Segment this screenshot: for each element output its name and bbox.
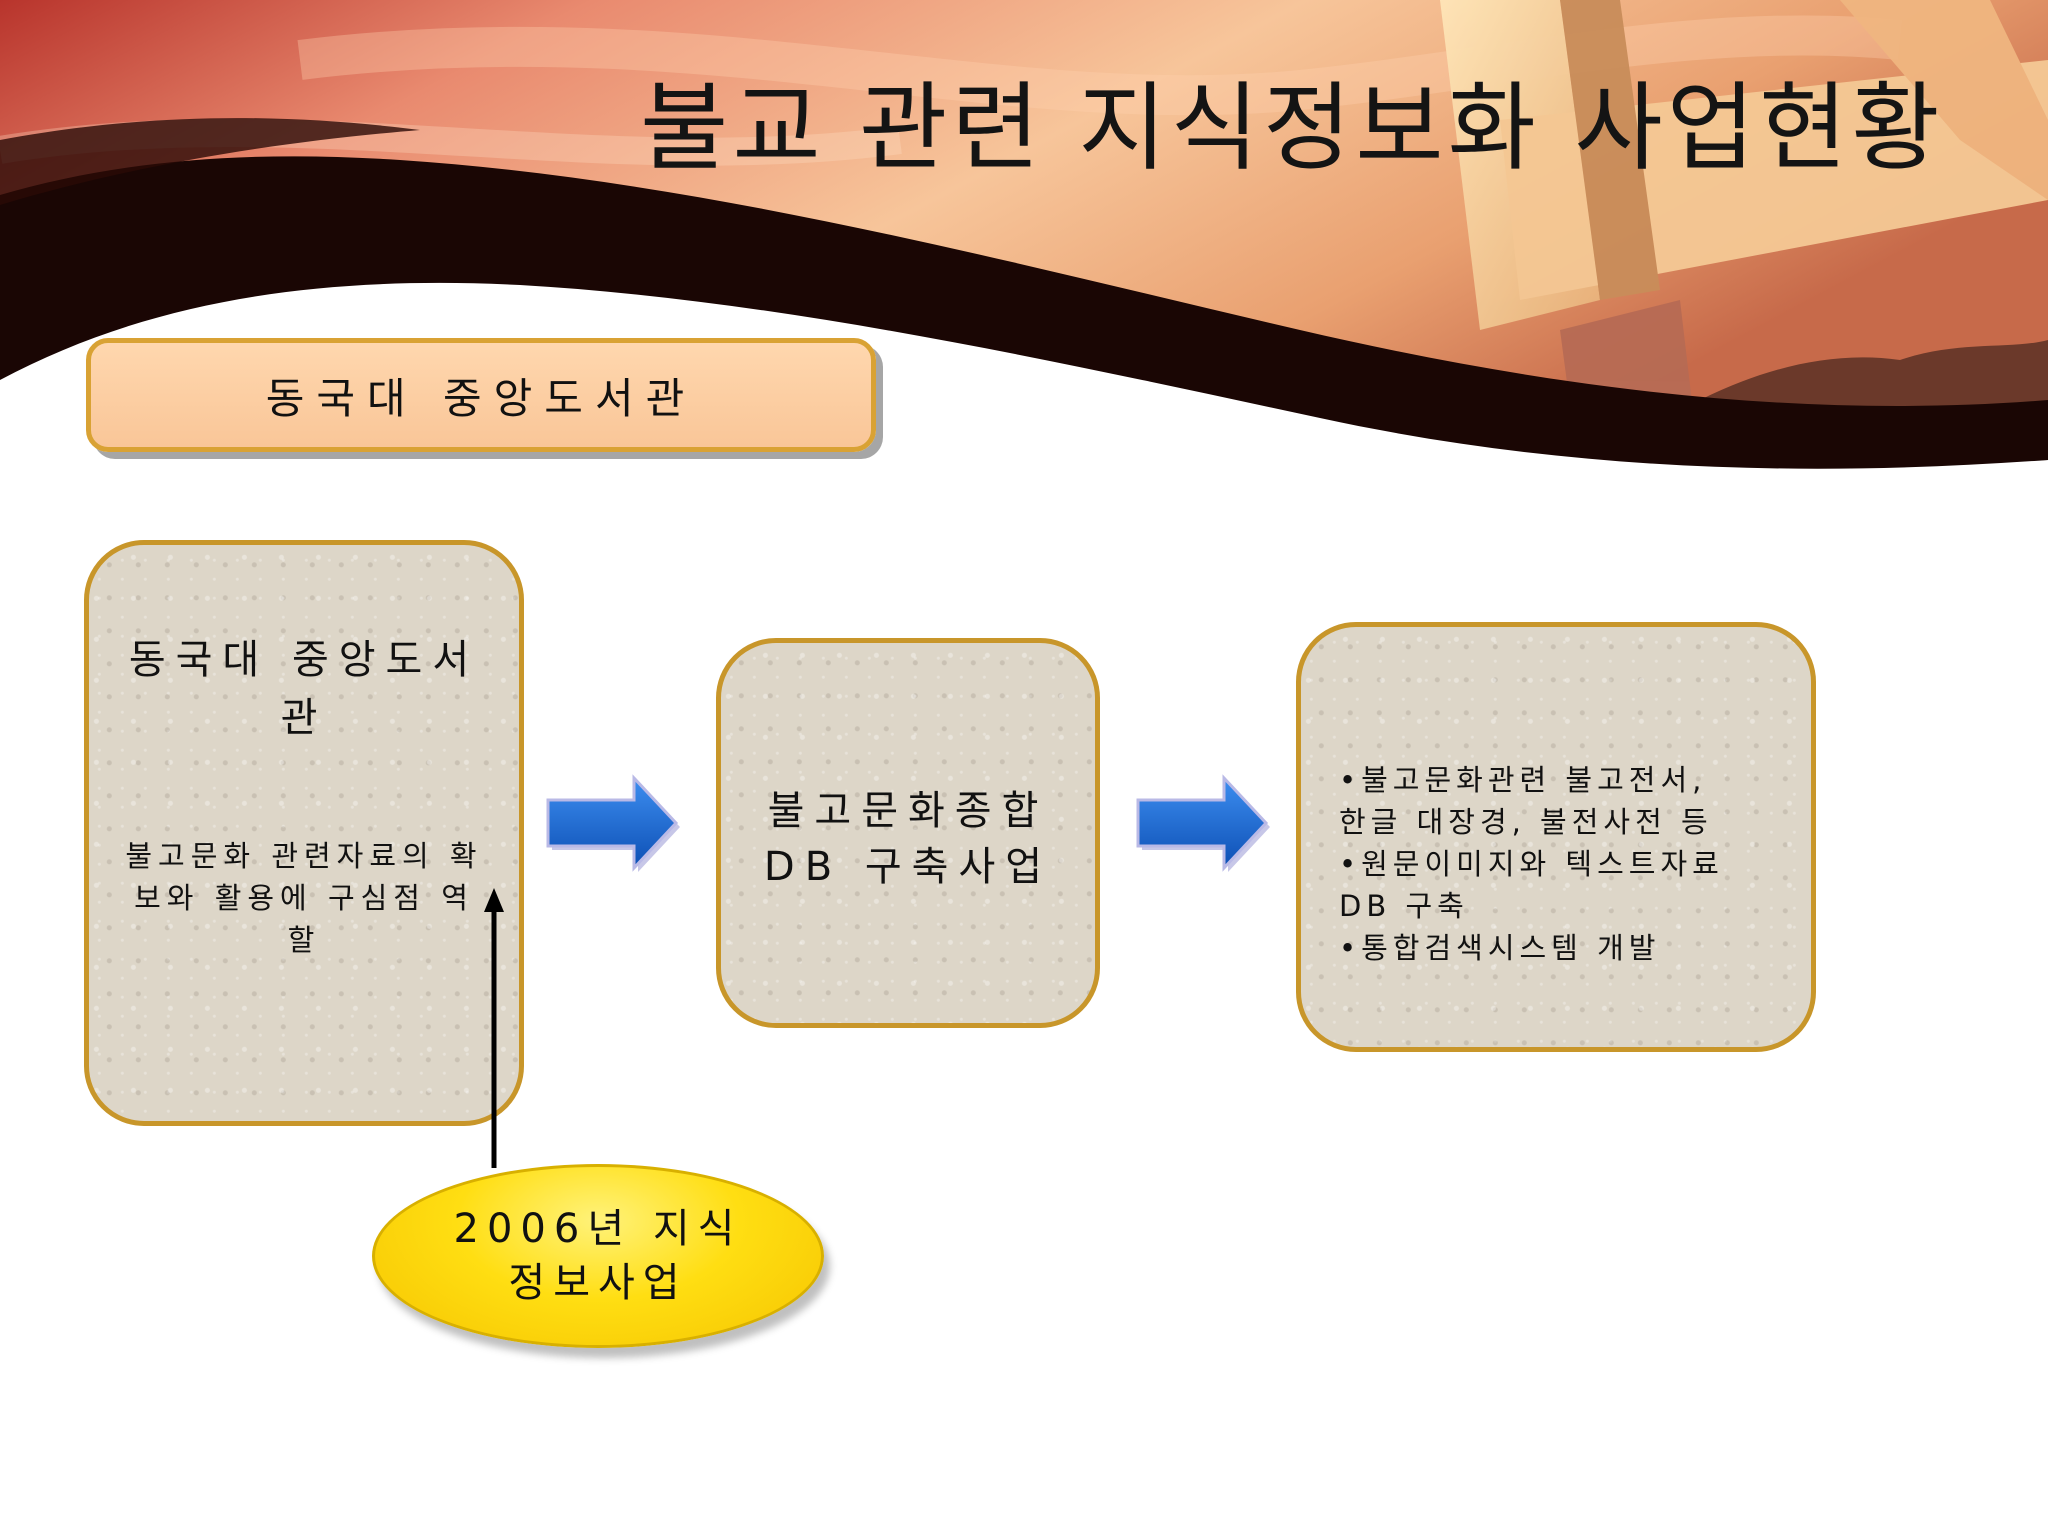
card-db-project-line2: DB 구축사업: [763, 844, 1053, 890]
detail-line: DB 구축: [1339, 889, 1469, 923]
slide-title: 불교 관련 지식정보화 사업현황: [640, 72, 1944, 184]
card-library: 동국대 중앙도서관 불고문화 관련자료의 확보와 활용에 구심점 역할: [84, 540, 524, 1126]
callout-line1: 2006년 지식: [453, 1206, 743, 1252]
callout-2006: 2006년 지식 정보사업: [372, 1164, 824, 1348]
detail-line: 한글 대장경, 불전사전 등: [1339, 805, 1713, 839]
card-library-title: 동국대 중앙도서관: [128, 637, 480, 741]
detail-line: •통합검색시스템 개발: [1339, 931, 1661, 965]
header-box-label: 동국대 중앙도서관: [265, 373, 697, 423]
detail-line: •불고문화관련 불고전서,: [1339, 763, 1707, 797]
card-library-body: 불고문화 관련자료의 확보와 활용에 구심점 역할: [125, 839, 483, 957]
detail-line: •원문이미지와 텍스트자료: [1339, 847, 1724, 881]
card-db-project-line1: 불고문화종합: [767, 788, 1049, 834]
dark-wave: [0, 156, 2048, 469]
header-box: 동국대 중앙도서관: [86, 338, 876, 452]
card-project-details-list: •불고문화관련 불고전서, 한글 대장경, 불전사전 등 •원문이미지와 텍스트…: [1339, 759, 1791, 969]
callout-line2: 정보사업: [508, 1260, 688, 1306]
card-db-project: 불고문화종합 DB 구축사업: [716, 638, 1100, 1028]
card-db-project-text: 불고문화종합 DB 구축사업: [741, 783, 1075, 895]
card-project-details: •불고문화관련 불고전서, 한글 대장경, 불전사전 등 •원문이미지와 텍스트…: [1296, 622, 1816, 1052]
